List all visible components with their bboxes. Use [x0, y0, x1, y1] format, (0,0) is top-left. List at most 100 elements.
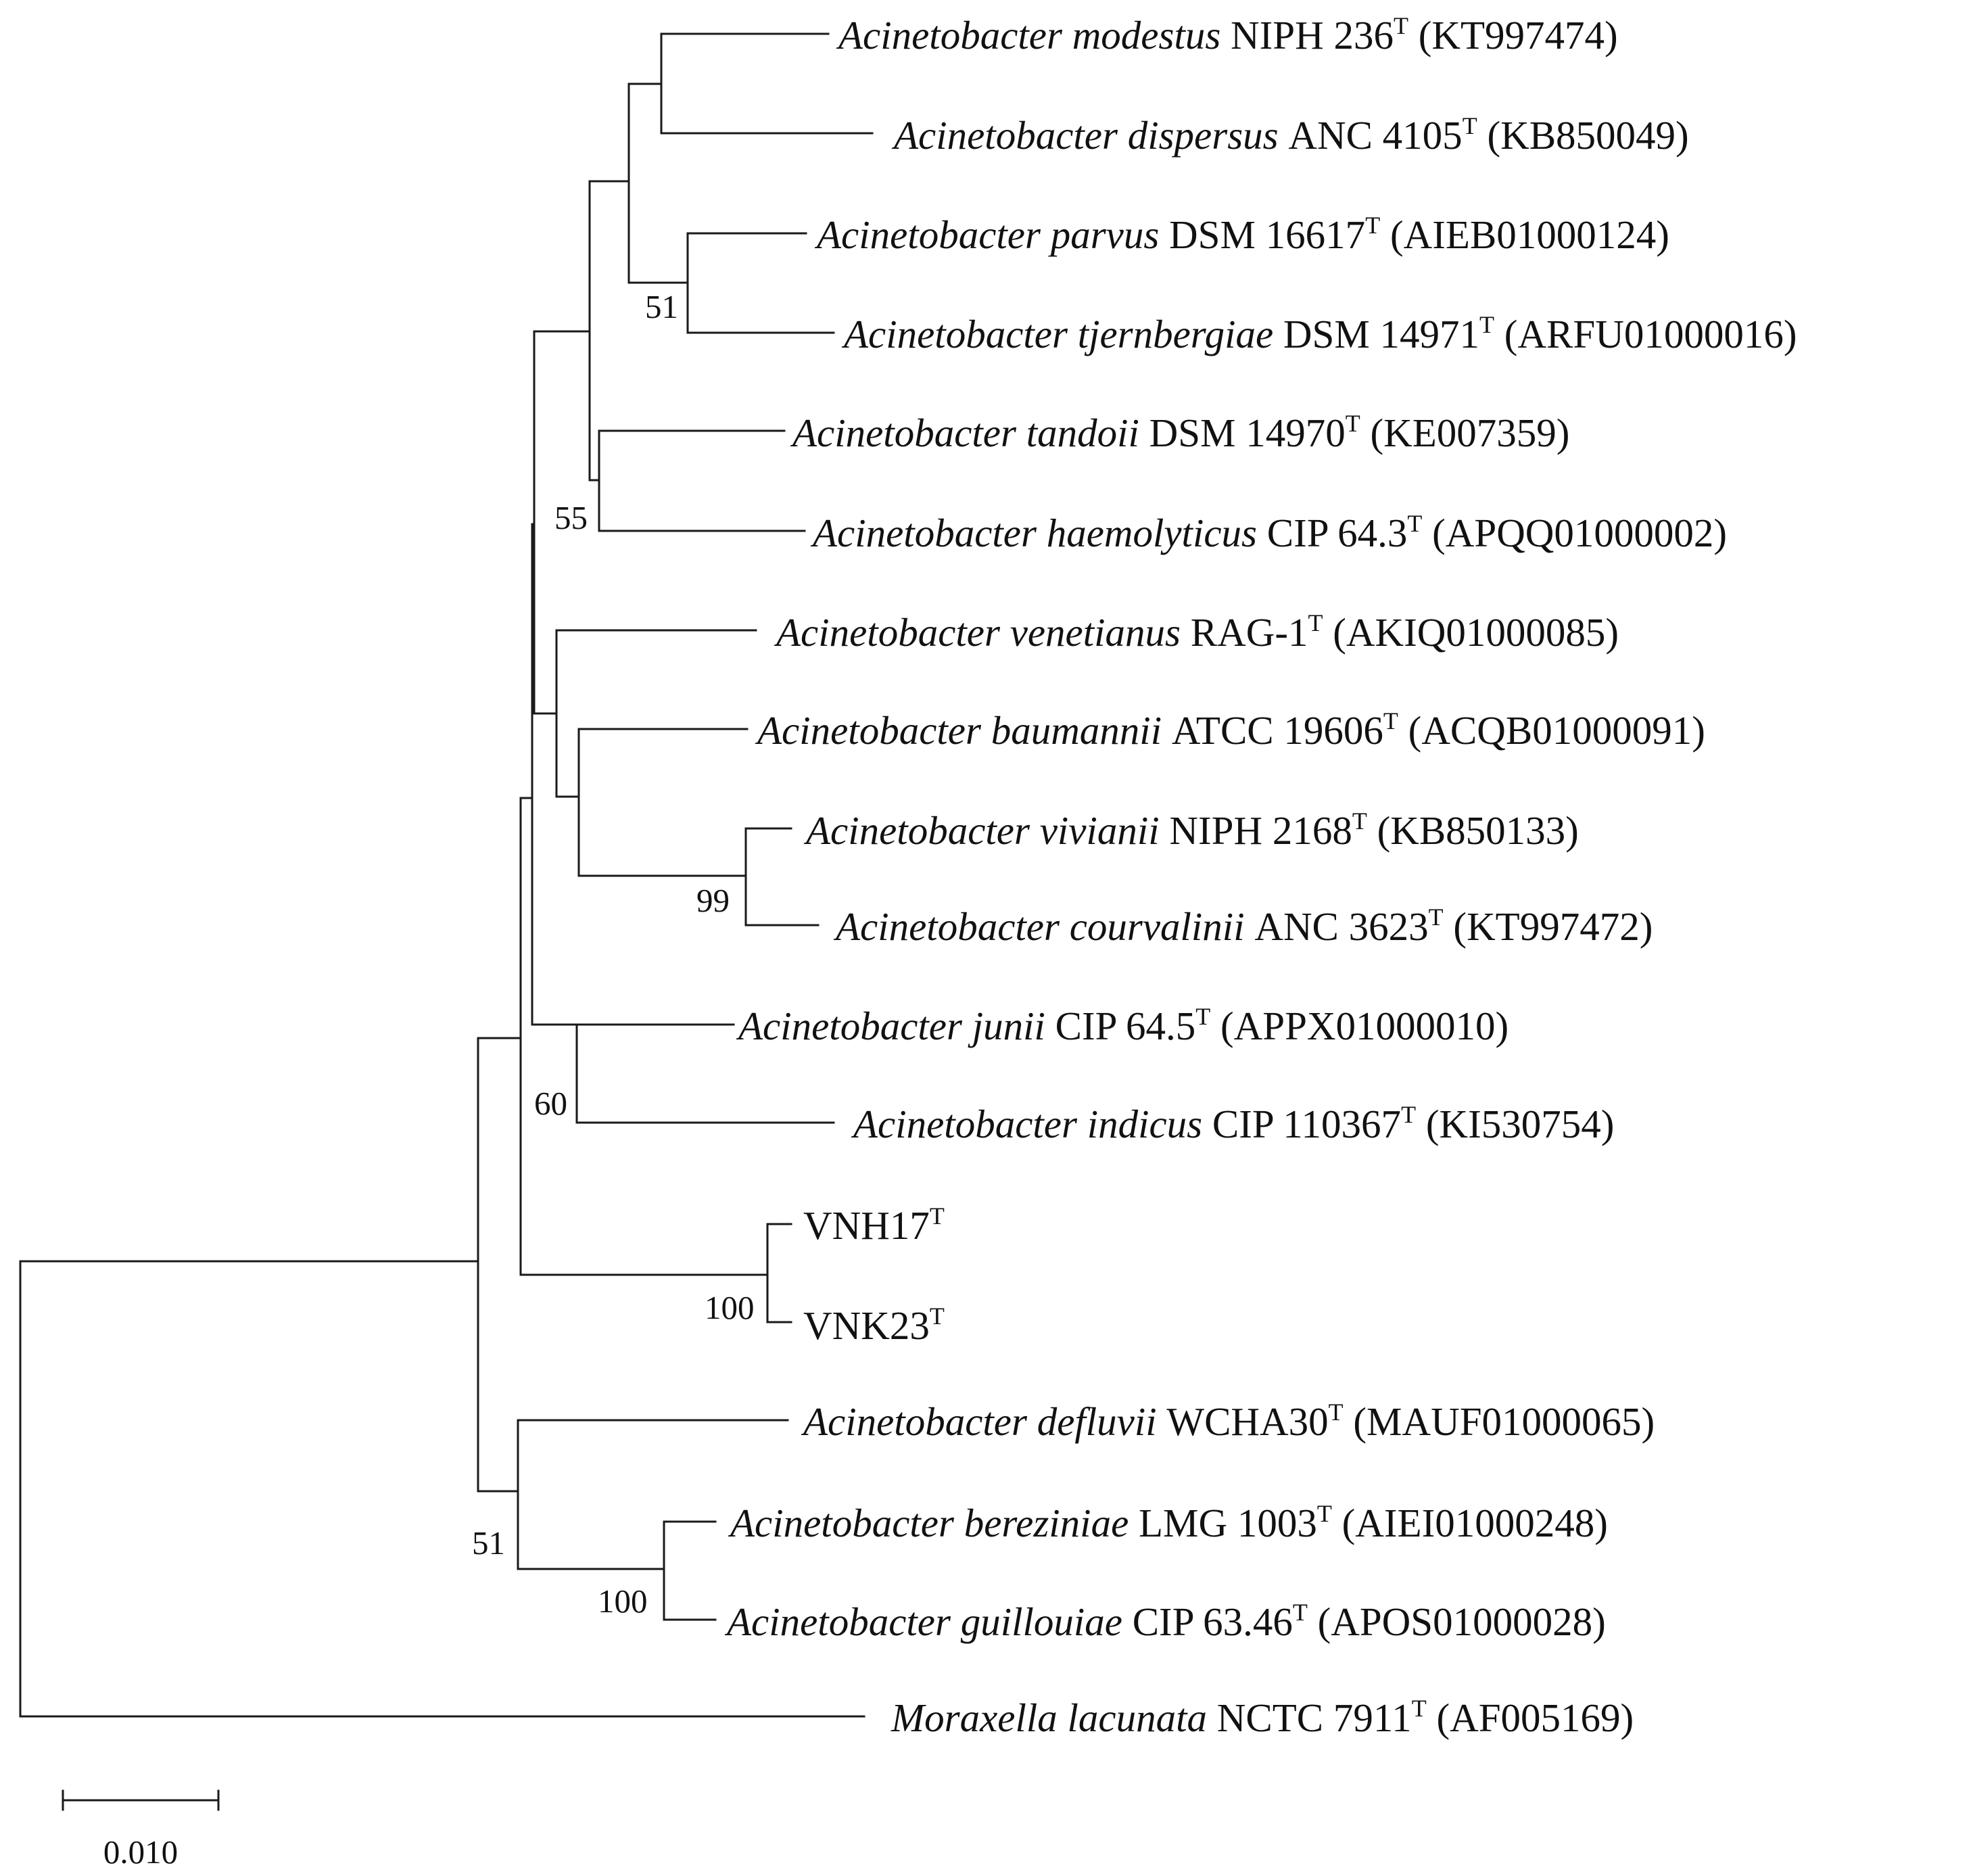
taxon-accession: (ACQB01000091) [1398, 708, 1705, 753]
bootstrap-values: 51 55 99 60 100 51 100 [472, 288, 755, 1620]
bootstrap-label: 100 [705, 1289, 755, 1326]
taxon-species: tandoii [1026, 411, 1149, 455]
taxon-genus: Acinetobacter [801, 1399, 1037, 1444]
taxon-strain: VNH17 [803, 1203, 930, 1248]
type-strain-mark: T [1407, 510, 1422, 537]
taxon-genus: Acinetobacter [810, 511, 1047, 555]
taxon-strain: DSM 14971 [1283, 312, 1479, 356]
taxon-label: Acinetobacter tandoii DSM 14970T (KE0073… [790, 410, 1569, 455]
taxon-accession: (KT997472) [1444, 904, 1653, 949]
type-strain-mark: T [1463, 112, 1477, 139]
type-strain-mark: T [1293, 1599, 1308, 1626]
taxon-label: Acinetobacter venetianus RAG-1T (AKIQ010… [774, 609, 1619, 655]
taxon-strain: CIP 110367 [1212, 1102, 1401, 1146]
taxon-label: Acinetobacter vivianii NIPH 2168T (KB850… [803, 807, 1579, 853]
taxon-strain: WCHA30 [1166, 1399, 1328, 1444]
taxon-species: baumannii [991, 708, 1172, 753]
type-strain-mark: T [1317, 1500, 1332, 1527]
taxon-species: parvus [1048, 212, 1169, 257]
bootstrap-label: 100 [598, 1582, 648, 1620]
taxon-label: Acinetobacter defluvii WCHA30T (MAUF0100… [801, 1399, 1655, 1444]
taxon-species: vivianii [1040, 808, 1170, 853]
taxon-strain: LMG 1003 [1139, 1501, 1317, 1545]
taxon-genus: Acinetobacter [774, 610, 1010, 655]
taxon-label: Acinetobacter modestus NIPH 236T (KT9974… [836, 12, 1618, 57]
taxon-genus: Acinetobacter [728, 1501, 964, 1545]
type-strain-mark: T [1479, 311, 1494, 338]
taxon-accession: (AF005169) [1427, 1695, 1634, 1740]
taxon-strain: VNK23 [803, 1303, 930, 1348]
taxon-label: Acinetobacter junii CIP 64.5T (APPX01000… [736, 1003, 1509, 1048]
type-strain-mark: T [1195, 1003, 1210, 1030]
taxon-strain: ANC 4105 [1288, 113, 1462, 158]
taxon-strain: NIPH 2168 [1169, 808, 1352, 853]
taxon-label: VNK23T [803, 1303, 945, 1348]
taxon-species: dispersus [1128, 113, 1289, 158]
taxon-label: Acinetobacter courvalinii ANC 3623T (KT9… [833, 904, 1653, 949]
bootstrap-label: 60 [534, 1085, 567, 1122]
bootstrap-label: 51 [645, 288, 678, 325]
taxon-accession: (APPX01000010) [1210, 1004, 1509, 1048]
taxon-genus: Acinetobacter [803, 808, 1040, 853]
taxon-genus: Acinetobacter [724, 1599, 961, 1644]
type-strain-mark: T [1308, 609, 1323, 636]
taxon-strain: CIP 64.5 [1055, 1004, 1196, 1048]
taxon-accession: (AKIQ01000085) [1323, 610, 1619, 655]
type-strain-mark: T [930, 1202, 945, 1229]
taxon-strain: ANC 3623 [1254, 904, 1428, 949]
scale-bar-label: 0.010 [103, 1833, 178, 1871]
taxon-genus: Moraxella [890, 1695, 1068, 1740]
taxon-strain: NIPH 236 [1231, 13, 1394, 57]
taxon-label: Acinetobacter dispersus ANC 4105T (KB850… [891, 112, 1689, 158]
taxon-genus: Acinetobacter [841, 312, 1078, 356]
taxon-label: Acinetobacter tjernbergiae DSM 14971T (A… [841, 311, 1797, 356]
type-strain-mark: T [930, 1303, 945, 1330]
taxon-genus: Acinetobacter [736, 1004, 972, 1048]
taxon-accession: (KI530754) [1416, 1102, 1614, 1146]
type-strain-mark: T [1329, 1399, 1344, 1426]
scale-bar-line [62, 1789, 220, 1811]
taxon-species: junii [968, 1004, 1055, 1048]
taxon-genus: Acinetobacter [755, 708, 991, 753]
taxon-label: Acinetobacter haemolyticus CIP 64.3T (AP… [810, 510, 1727, 555]
taxon-label: Acinetobacter bereziniae LMG 1003T (AIEI… [728, 1500, 1608, 1545]
taxon-species: courvalinii [1070, 904, 1255, 949]
type-strain-mark: T [1383, 707, 1398, 734]
type-strain-mark: T [1429, 904, 1444, 931]
taxon-genus: Acinetobacter [836, 13, 1072, 57]
taxon-accession: (APOS01000028) [1308, 1599, 1606, 1644]
taxon-strain: CIP 64.3 [1267, 511, 1408, 555]
taxon-species: indicus [1087, 1102, 1212, 1146]
taxon-accession: (KB850133) [1367, 808, 1579, 853]
taxon-accession: (MAUF01000065) [1344, 1399, 1655, 1444]
taxon-labels: Acinetobacter modestus NIPH 236T (KT9974… [724, 12, 1797, 1740]
type-strain-mark: T [1352, 807, 1367, 835]
type-strain-mark: T [1412, 1695, 1427, 1722]
taxon-label: Acinetobacter guillouiae CIP 63.46T (APO… [724, 1599, 1606, 1644]
bootstrap-label: 99 [696, 882, 730, 919]
type-strain-mark: T [1401, 1101, 1416, 1128]
taxon-species: bereziniae [964, 1501, 1139, 1545]
taxon-accession: (KE007359) [1360, 411, 1570, 455]
taxon-strain: NCTC 7911 [1217, 1695, 1412, 1740]
taxon-label: Acinetobacter indicus CIP 110367T (KI530… [851, 1101, 1614, 1146]
taxon-strain: ATCC 19606 [1172, 708, 1383, 753]
taxon-genus: Acinetobacter [891, 113, 1128, 158]
taxon-strain: CIP 63.46 [1133, 1599, 1293, 1644]
taxon-accession: (KB850049) [1477, 113, 1689, 158]
taxon-genus: Acinetobacter [790, 411, 1026, 455]
taxon-strain: RAG-1 [1191, 610, 1308, 655]
taxon-genus: Acinetobacter [851, 1102, 1087, 1146]
taxon-genus: Acinetobacter [814, 212, 1051, 257]
taxon-species: lacunata [1068, 1695, 1217, 1740]
taxon-label: VNH17T [803, 1202, 945, 1248]
type-strain-mark: T [1365, 212, 1380, 239]
taxon-strain: DSM 16617 [1169, 212, 1365, 257]
taxon-species: tjernbergiae [1078, 312, 1283, 356]
bootstrap-label: 55 [554, 499, 588, 536]
tree-branches [19, 32, 874, 1718]
taxon-accession: (ARFU01000016) [1494, 312, 1797, 356]
taxon-genus: Acinetobacter [833, 904, 1070, 949]
type-strain-mark: T [1346, 410, 1360, 437]
